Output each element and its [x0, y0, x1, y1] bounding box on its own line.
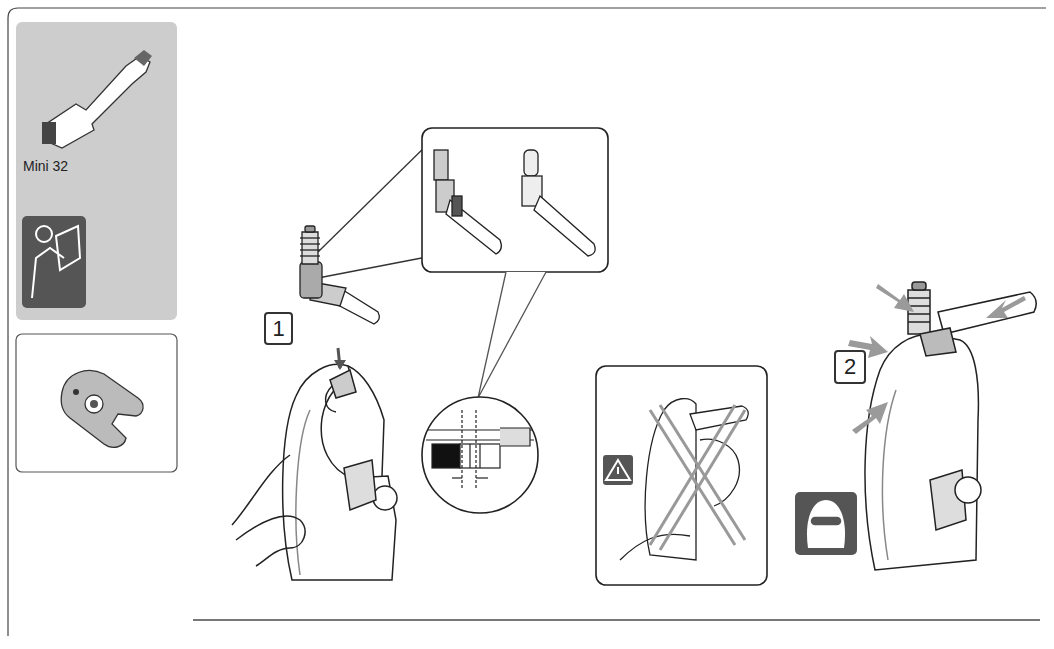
press-tool-2-part [865, 334, 978, 570]
goggles-icon-part [795, 492, 857, 555]
press-tool-1 [232, 348, 397, 580]
press-tool-2-part [908, 290, 930, 334]
manual-icon [22, 216, 86, 308]
goggles-icon-part [807, 500, 845, 548]
press-tool-2-part-part [908, 321, 930, 323]
fitting-1-part-part [300, 237, 320, 238]
goggles-icon [795, 492, 857, 555]
manual-icon-figure [32, 226, 80, 298]
zoom-box-part [452, 196, 462, 216]
detail-circle-part [500, 428, 530, 446]
press-tool-2-part [912, 282, 926, 290]
frame-part [8, 8, 1046, 636]
fitting-1-part [300, 262, 322, 298]
detail-circle-part [460, 444, 500, 468]
warning-box-part [606, 460, 630, 480]
zoom-box-part [422, 128, 608, 272]
fitting-1-part-part [300, 255, 320, 256]
press-tool-1-part [373, 486, 397, 510]
warning-box-part [603, 455, 633, 485]
press-tool-1-part [283, 364, 396, 580]
fitting-1 [300, 140, 432, 324]
detail-circle-part [432, 444, 460, 468]
jaw-icon-box [16, 334, 177, 472]
detail-circle-part [469, 444, 470, 468]
fitting-1-part [305, 226, 315, 232]
press-tool-2 [865, 282, 1036, 570]
frame [8, 8, 1046, 636]
warning-box-part-part [660, 405, 745, 540]
detail-circle-part [476, 477, 488, 478]
manual-icon-head [36, 226, 52, 242]
press-tool-2-part [920, 328, 956, 356]
fitting-1-part [302, 232, 318, 264]
jaw-icon-box-part [73, 389, 79, 395]
frame-part [193, 619, 1040, 621]
press-tool-2-part-part [908, 313, 930, 315]
tool-icon-head [134, 50, 152, 66]
force-arrows-part [852, 402, 888, 434]
step-box: 1 [264, 312, 293, 345]
press-tool-1-part [334, 360, 346, 370]
tool-panel: Mini 32 [16, 22, 177, 320]
warning-box-part [596, 366, 767, 585]
goggles-icon-part [810, 516, 842, 526]
zoom-box-part-part [434, 150, 448, 180]
jaw-icon-box-part [16, 334, 177, 472]
press-tool-1-part [326, 386, 336, 412]
warning-box-part-part [660, 410, 745, 550]
press-tool-2-part [955, 477, 981, 503]
press-tool-2-part-part [908, 305, 930, 307]
step-box: 2 [834, 350, 866, 384]
warning-box [596, 366, 767, 585]
tool-icon [42, 50, 152, 148]
detail-circle-part [422, 397, 538, 513]
fitting-1-part [300, 238, 320, 256]
press-tool-1-part [232, 455, 305, 566]
press-tool-2-part-part [908, 297, 930, 299]
force-arrows [848, 284, 1026, 434]
fitting-1-part-part [300, 249, 320, 250]
jaw-icon-box-part [90, 400, 98, 408]
press-tool-1-part [344, 460, 376, 510]
warning-box-part [617, 467, 619, 474]
detail-circle-part [452, 477, 462, 478]
warning-box-part-part [650, 405, 735, 545]
tool-name: Mini 32 [23, 158, 68, 174]
tool-icon-body [44, 56, 150, 148]
zoom-box-part-part [524, 150, 538, 176]
zoom-box-part [534, 196, 595, 256]
fitting-1-part [318, 256, 432, 278]
force-arrows-part [986, 296, 1026, 318]
callout-number: 1 [272, 318, 284, 340]
fitting-1-part-part [300, 243, 320, 244]
press-tool-2-part [882, 390, 896, 560]
detail-circle [422, 397, 538, 513]
jaw-icon-box-part [85, 395, 103, 413]
zoom-box [422, 128, 608, 398]
detail-circle-part [479, 444, 480, 468]
press-tool-2-part [938, 292, 1036, 334]
jaw-icon-box-part [61, 371, 143, 448]
warning-box-part [650, 405, 745, 550]
manual-icon-bg [22, 216, 86, 308]
callout-number: 2 [844, 356, 856, 378]
press-tool-1-part [330, 370, 356, 398]
tool-icon-battery [42, 122, 56, 144]
press-tool-1-part [296, 410, 310, 575]
fitting-1-part [318, 140, 432, 252]
force-arrows-part [876, 284, 914, 312]
zoom-box-part [478, 272, 546, 398]
